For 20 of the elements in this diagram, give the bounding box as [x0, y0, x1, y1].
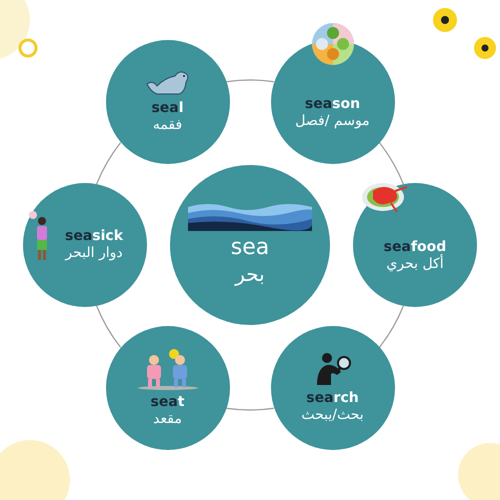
arabic-translation: بحث/يبحث — [301, 406, 364, 424]
arabic-translation: دوار البحر — [65, 244, 123, 262]
arabic-translation: موسم /فصل — [295, 112, 370, 130]
ring-connector — [378, 142, 404, 184]
english-word: sea — [230, 235, 270, 261]
arabic-translation: بحر — [235, 260, 265, 287]
ring-connector — [96, 142, 122, 184]
english-word: seal — [151, 100, 184, 116]
ring-connector — [378, 306, 404, 348]
ring-connector — [96, 306, 122, 348]
english-word: seafood — [384, 238, 446, 255]
arabic-translation: أكل بحري — [386, 254, 444, 274]
english-word: seat — [150, 394, 184, 410]
english-word: search — [306, 390, 359, 406]
ring-connector — [226, 408, 274, 411]
english-word: seasick — [64, 228, 124, 244]
english-word: season — [304, 96, 360, 112]
arabic-translation: مقعد — [153, 410, 182, 428]
ring-connector — [226, 79, 274, 82]
arabic-translation: فقمه — [152, 116, 182, 134]
